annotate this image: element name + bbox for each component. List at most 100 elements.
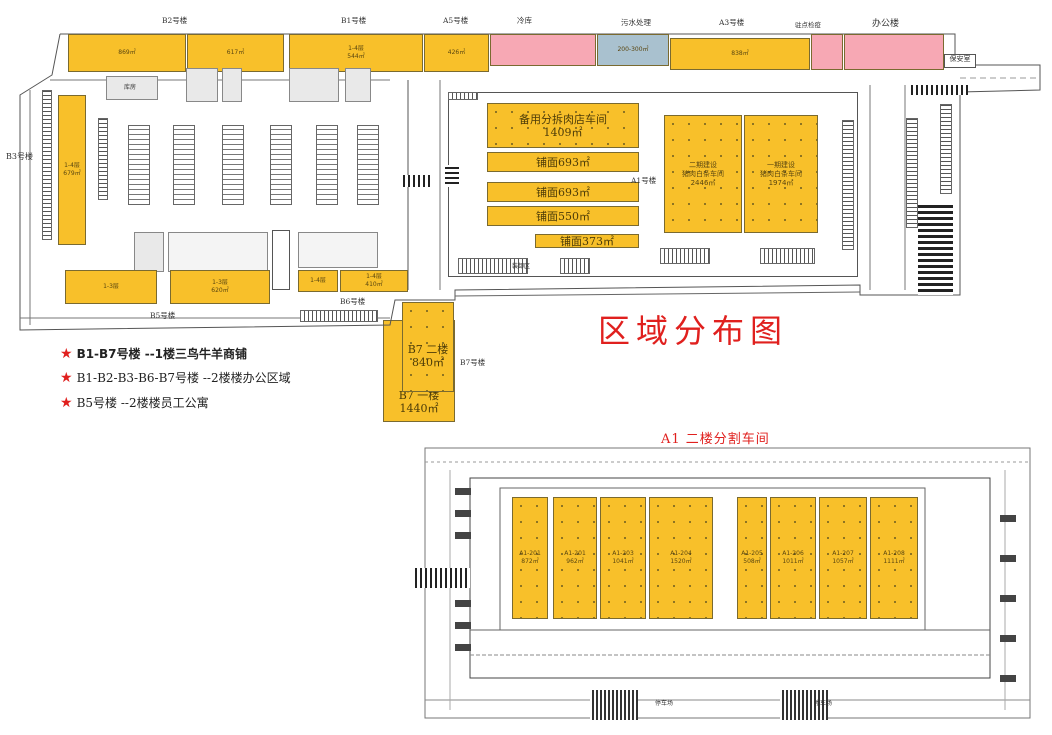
parking-lot-east [918,205,953,295]
building-b2-left[interactable]: 869㎡ [68,34,186,72]
dock-bays-1 [458,258,528,274]
floor-text: 1-4层 [310,277,326,284]
unit-a1-201-b[interactable]: A1-201 962㎡ [553,497,597,619]
unit-area: 1011㎡ [782,558,804,565]
warehouse-label: 库房 [124,84,137,91]
parking-bay [316,125,338,205]
warehouse-6 [134,232,164,272]
parking-a1-floor2-2 [780,690,828,720]
parking-strip-b6 [300,310,378,322]
dock-bays-3 [660,248,710,264]
unit-id: A1-203 [612,550,634,557]
dock-east [1000,515,1016,522]
dock-strip [448,92,478,100]
unit-id: A1-201 [564,550,586,557]
unit-a1-208[interactable]: A1-208 1111㎡ [870,497,918,619]
label-a5: A5号楼 [443,16,469,25]
unit-a1-207[interactable]: A1-207 1057㎡ [819,497,867,619]
area-text: 869㎡ [118,49,136,56]
building-b7-upper[interactable]: B7 二楼 840㎡ [402,302,454,392]
building-b3[interactable]: 1-4层 679㎡ [58,95,86,245]
unit-a1-201-a[interactable]: A1-201 872㎡ [512,497,548,619]
unit-spare-butchery[interactable]: 备用分拆肉店车间 1409㎡ [487,103,639,148]
label-office: 办公楼 [872,19,900,29]
unit-name: 铺面550㎡ [536,209,590,223]
parking-bay [357,125,379,205]
label-sewage: 污水处理 [621,18,651,27]
dock-west [455,488,471,495]
unit-shop-373[interactable]: 铺面373㎡ [535,234,639,248]
dock-west [455,644,471,651]
building-b2-right[interactable]: 617㎡ [187,34,284,72]
label-b1: B1号楼 [341,16,367,25]
legend-text: B1-B2-B3-B6-B7号楼 --2楼楼办公区域 [76,371,291,385]
label-b6: B6号楼 [340,297,366,306]
loading-label: 装卸区 [512,263,531,270]
unit-shop-693-a[interactable]: 铺面693㎡ [487,152,639,172]
unit-area: 1057㎡ [832,558,854,565]
parking-bay [173,125,195,205]
area-text: 544㎡ [347,53,365,60]
dock-bays-2 [560,258,590,274]
building-b6-right[interactable]: 1-4层 410㎡ [340,270,408,292]
unit-name: 二期建设 [689,160,717,169]
label-b5: B5号楼 [150,311,176,320]
legend-text: B5号楼 --2楼楼员工公寓 [76,396,209,410]
unit-area: 1409㎡ [543,125,583,139]
building-office[interactable] [844,34,944,70]
unit-area: 1111㎡ [883,558,905,565]
unit-id: A1-205 [741,550,763,557]
parking-a1-floor2-1 [590,690,638,720]
area-text: 426㎡ [447,49,466,56]
unit-area: 508㎡ [743,558,761,565]
parking-east-3 [940,104,952,194]
building-b5-right[interactable]: 1-3层 620㎡ [170,270,270,304]
building-a5[interactable]: 426㎡ [424,34,489,72]
unit-id: A1-206 [782,550,804,557]
building-b5-left[interactable]: 1-3层 [65,270,157,304]
building-b6-left[interactable]: 1-4层 [298,270,338,292]
unit-sub: 猪肉白条车间 [682,169,724,178]
label-a3: A3号楼 [719,18,745,27]
warehouse-1 [106,76,158,100]
unit-phase1-pork[interactable]: 一期建设 猪肉白条车间 1974㎡ [744,115,818,233]
parking-strip-west [42,90,52,240]
parking-bay [222,125,244,205]
dock-east [1000,595,1016,602]
label-b3: B3号楼 [6,152,33,161]
floor-text: 1-4层 [348,45,364,52]
unit-phase2-pork[interactable]: 二期建设 猪肉白条车间 2446㎡ [664,115,742,233]
unit-shop-550[interactable]: 铺面550㎡ [487,206,639,226]
area-text: 410㎡ [365,281,383,288]
area-text: 617㎡ [226,49,245,56]
crosswalk-a1-floor2 [412,568,470,588]
unit-shop-693-b[interactable]: 铺面693㎡ [487,182,639,202]
building-a3[interactable]: 838㎡ [670,38,810,70]
unit-a1-204[interactable]: A1-204 1520㎡ [649,497,713,619]
unit-area: 872㎡ [521,558,539,565]
building-sewage[interactable]: 200-300㎡ [597,34,669,66]
star-icon: ★ [60,346,73,362]
unit-id: A1-201 [519,550,541,557]
unit-area: 2446㎡ [690,178,716,187]
unit-id: A1-208 [883,550,905,557]
unit-a1-203[interactable]: A1-203 1041㎡ [600,497,646,619]
dock-east [1000,555,1016,562]
unit-a1-205[interactable]: A1-205 508㎡ [737,497,767,619]
dock-west [455,510,471,517]
map-title: 区域分布图 [598,312,789,350]
unit-id: A1-207 [832,550,854,557]
crosswalk [400,175,430,187]
road-segment [272,230,290,290]
unit-a1-206[interactable]: A1-206 1011㎡ [770,497,816,619]
unit-name: 备用分拆肉店车间 [519,112,607,126]
parking-bay [270,125,292,205]
unit-area: 962㎡ [566,558,584,565]
building-b1[interactable]: 1-4层 544㎡ [289,34,423,72]
building-cold-storage[interactable] [490,34,596,66]
dock-east [1000,635,1016,642]
crosswalk-east [908,85,968,95]
guard-room[interactable]: 保安室 [944,54,976,68]
dock-bays-4 [760,248,815,264]
building-inspection[interactable] [811,34,843,70]
